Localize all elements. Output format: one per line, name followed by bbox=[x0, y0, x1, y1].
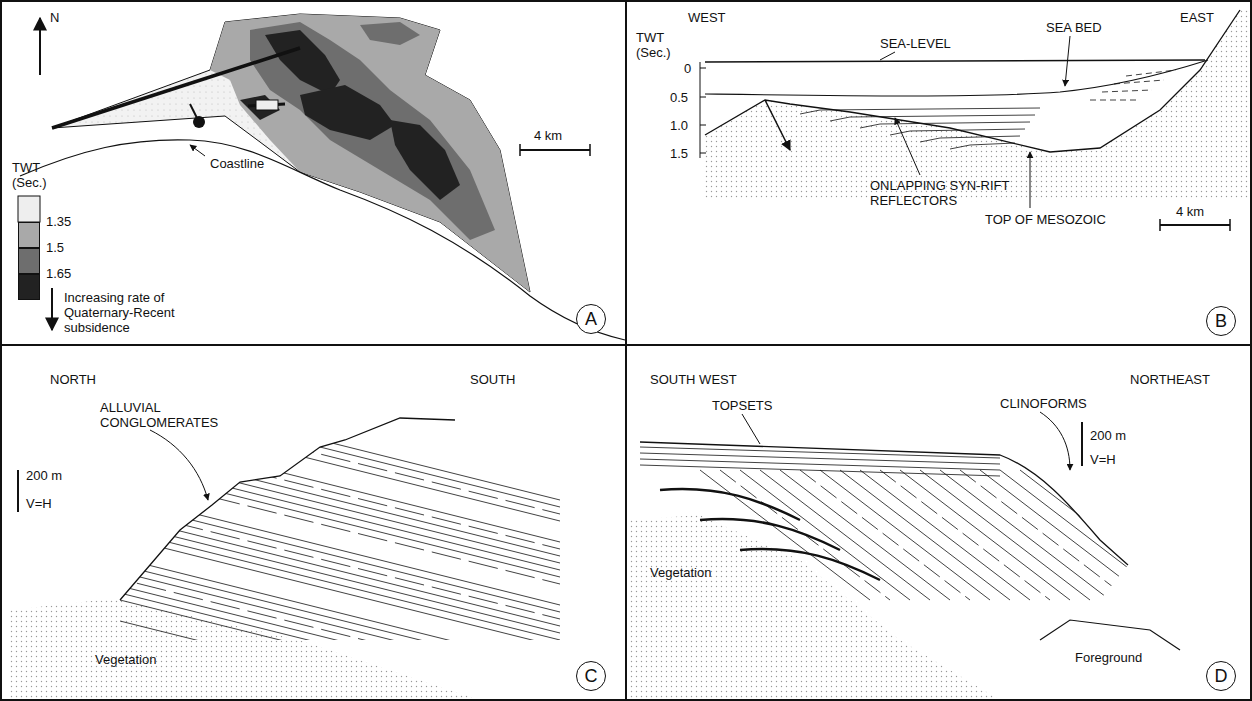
label: NORTHEAST bbox=[1130, 372, 1210, 387]
legend-text: 1.65 bbox=[46, 266, 71, 281]
panel-letter-text: D bbox=[1215, 666, 1228, 687]
label: Foreground bbox=[1075, 650, 1142, 665]
label: ALLUVIAL CONGLOMERATES bbox=[100, 400, 220, 430]
panel-letter-text: A bbox=[585, 309, 597, 330]
label: TWT (Sec.) bbox=[12, 160, 56, 190]
label: 4 km bbox=[534, 128, 562, 143]
label: Vegetation bbox=[650, 565, 711, 580]
panel-letter-text: C bbox=[585, 666, 598, 687]
label: TOPSETS bbox=[712, 398, 772, 413]
label: N bbox=[50, 10, 59, 25]
legend-swatch bbox=[18, 222, 40, 248]
label: 200 m bbox=[1090, 428, 1126, 443]
label: 1.0 bbox=[670, 118, 688, 133]
label: ONLAPPING SYN-RIFT REFLECTORS bbox=[870, 178, 1050, 208]
legend-swatch bbox=[18, 274, 40, 300]
label: SEA-LEVEL bbox=[880, 36, 951, 51]
label: SOUTH WEST bbox=[650, 372, 737, 387]
panel-letter-text: B bbox=[1215, 311, 1227, 332]
label: 200 m bbox=[26, 468, 62, 483]
label: EAST bbox=[1180, 10, 1214, 25]
panel-letter: A bbox=[576, 304, 606, 334]
label: 4 km bbox=[1176, 204, 1204, 219]
label: Coastline bbox=[210, 156, 264, 171]
label: SEA BED bbox=[1046, 20, 1102, 35]
panel-letter: D bbox=[1206, 661, 1236, 691]
label: SOUTH bbox=[470, 372, 516, 387]
label: TOP OF MESOZOIC bbox=[985, 212, 1106, 227]
panel-letter: C bbox=[576, 661, 606, 691]
label: V=H bbox=[26, 496, 52, 511]
label: 0.5 bbox=[670, 90, 688, 105]
label: WEST bbox=[688, 10, 726, 25]
label: 0 bbox=[684, 61, 691, 76]
label: Vegetation bbox=[95, 652, 156, 667]
label: Increasing rate of Quaternary-Recent sub… bbox=[64, 290, 234, 335]
legend-text: 1.35 bbox=[46, 214, 71, 229]
label: V=H bbox=[1090, 452, 1116, 467]
label: CLINOFORMS bbox=[1000, 396, 1087, 411]
legend-text: 1.5 bbox=[46, 240, 64, 255]
label: TWT (Sec.) bbox=[636, 30, 680, 60]
label: 1.5 bbox=[670, 146, 688, 161]
panel-letter: B bbox=[1206, 306, 1236, 336]
legend-swatch bbox=[18, 248, 40, 274]
label: NORTH bbox=[50, 372, 96, 387]
